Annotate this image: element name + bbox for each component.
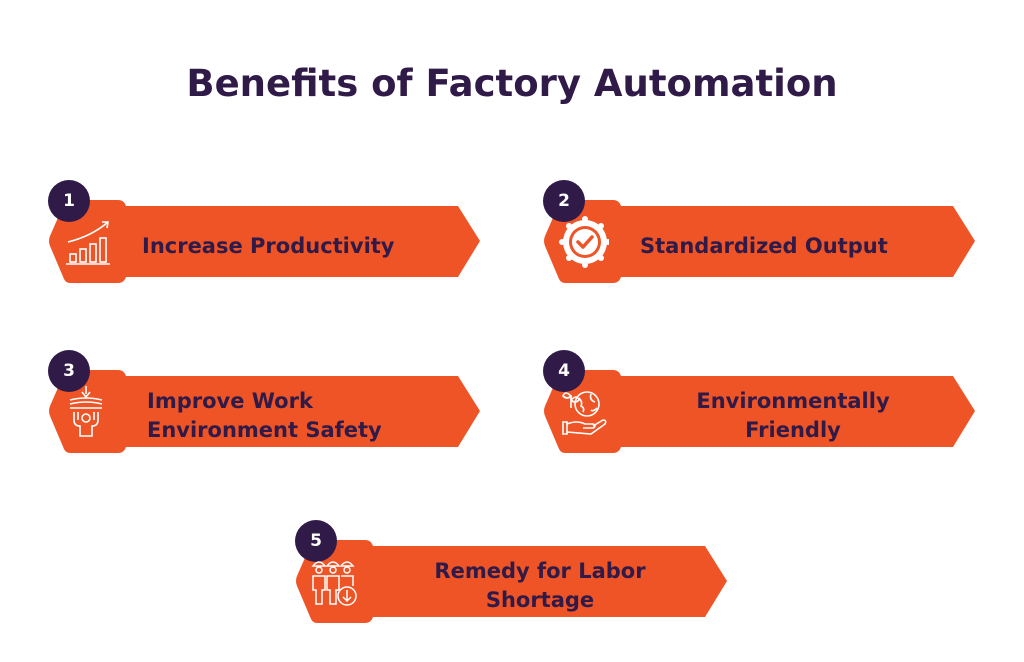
step-number-badge: 1 xyxy=(48,180,90,222)
benefit-card-2: 2 Standardized Output xyxy=(543,180,983,283)
benefit-card-1: 1 Increase Productivity xyxy=(48,180,488,283)
benefit-card-3: 3 Improve Work Environment Safety xyxy=(48,350,488,453)
benefit-label: Increase Productivity xyxy=(142,233,395,258)
benefit-card-5: 5 Remedy for Labor Shortage xyxy=(295,520,735,623)
step-number-badge: 3 xyxy=(48,350,90,392)
quality-badge-check-icon xyxy=(559,216,609,268)
eco-globe-hand-icon xyxy=(562,391,607,435)
benefit-label: Environmentally Friendly xyxy=(696,389,890,442)
page-title: Benefits of Factory Automation xyxy=(186,62,838,105)
benefit-label: Improve Work Environment Safety xyxy=(147,389,382,442)
benefit-label: Standardized Output xyxy=(640,233,888,258)
benefit-card-4: 4 Environmentally Friendly xyxy=(543,350,983,453)
step-number-badge: 4 xyxy=(543,350,585,392)
worker-protection-icon xyxy=(69,386,103,437)
workers-decrease-icon xyxy=(311,561,357,606)
step-number-badge: 2 xyxy=(543,180,585,222)
step-number-badge: 5 xyxy=(295,520,337,562)
benefit-label: Remedy for Labor Shortage xyxy=(434,559,646,612)
growth-chart-icon xyxy=(66,221,110,265)
